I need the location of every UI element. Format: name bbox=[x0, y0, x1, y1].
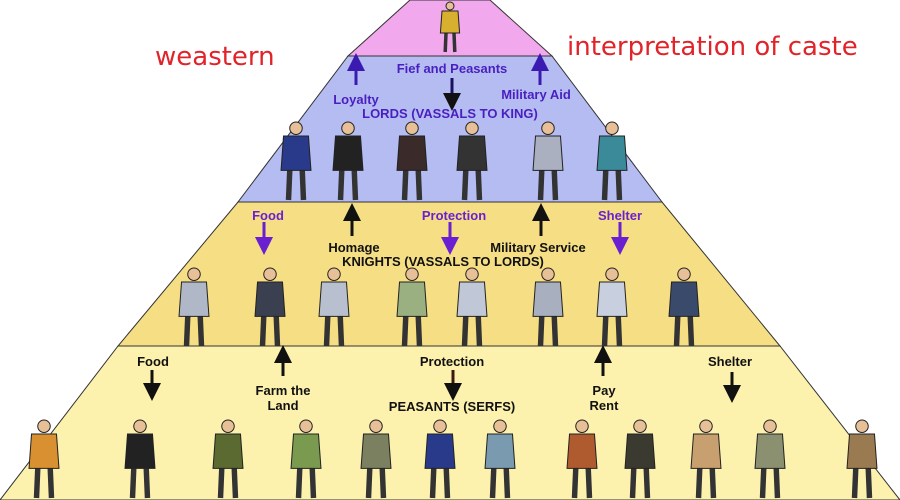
label-military-aid: Military Aid bbox=[501, 87, 571, 102]
figure-knight bbox=[532, 267, 564, 347]
figure-knight bbox=[456, 267, 488, 347]
figure-peasant bbox=[754, 419, 786, 499]
figure-knight bbox=[396, 267, 428, 347]
label-homage: Homage bbox=[328, 240, 380, 255]
label-food-knights: Food bbox=[252, 208, 284, 223]
figure-peasant bbox=[28, 419, 60, 499]
label-protection-knights: Protection bbox=[421, 208, 487, 223]
figure-knight bbox=[178, 267, 210, 347]
annotation-left: weastern bbox=[155, 42, 275, 72]
annotation-right: interpretation of caste bbox=[567, 32, 858, 62]
figure-peasant bbox=[846, 419, 878, 499]
arrows bbox=[143, 53, 741, 403]
figure-peasant bbox=[424, 419, 456, 499]
label-shelter-knights: Shelter bbox=[597, 208, 643, 223]
label-military-service: Military Service bbox=[490, 240, 586, 255]
figure-king bbox=[439, 1, 461, 53]
label-farm-land: Farm the Land bbox=[255, 383, 311, 413]
lords-title: LORDS (VASSALS TO KING) bbox=[362, 106, 538, 121]
figure-lord bbox=[332, 121, 364, 201]
peasants-title: PEASANTS (SERFS) bbox=[388, 399, 516, 414]
figure-peasant bbox=[690, 419, 722, 499]
figures bbox=[28, 1, 878, 499]
figure-knight bbox=[318, 267, 350, 347]
figure-lord bbox=[596, 121, 628, 201]
figure-peasant bbox=[624, 419, 656, 499]
figure-peasant bbox=[484, 419, 516, 499]
figure-knight bbox=[596, 267, 628, 347]
figure-peasant bbox=[360, 419, 392, 499]
figure-lord bbox=[532, 121, 564, 201]
figure-knight bbox=[254, 267, 286, 347]
figure-lord bbox=[396, 121, 428, 201]
label-food-peasants: Food bbox=[137, 354, 169, 369]
figure-peasant bbox=[124, 419, 156, 499]
figure-lord bbox=[280, 121, 312, 201]
label-shelter-peasants: Shelter bbox=[707, 354, 753, 369]
label-protection-peasants: Protection bbox=[419, 354, 485, 369]
label-loyalty: Loyalty bbox=[333, 92, 379, 107]
knights-title: KNIGHTS (VASSALS TO LORDS) bbox=[342, 254, 544, 269]
figure-knight bbox=[668, 267, 700, 347]
label-pay-rent: Pay Rent bbox=[589, 383, 619, 413]
figure-lord bbox=[456, 121, 488, 201]
figure-peasant bbox=[290, 419, 322, 499]
figure-peasant bbox=[212, 419, 244, 499]
figure-peasant bbox=[566, 419, 598, 499]
label-fief: Fief and Peasants bbox=[396, 61, 508, 76]
